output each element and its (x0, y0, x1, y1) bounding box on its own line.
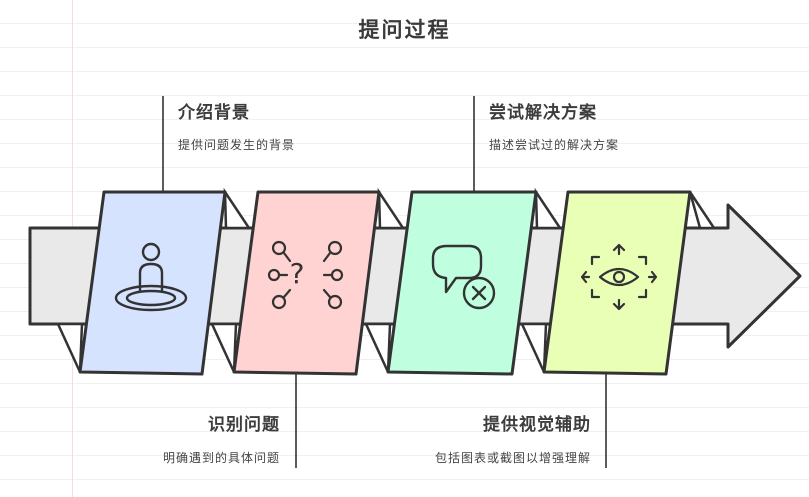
fold-0-bottom (56, 322, 84, 373)
fold-2-bottom (364, 322, 392, 373)
step-desc-1: 提供问题发生的背景 (178, 138, 296, 152)
step-desc-4: 包括图表或截图以增强理解 (434, 451, 591, 465)
person-in-hole-icon (114, 242, 188, 312)
step-title-1: 介绍背景 (178, 103, 250, 123)
step-desc-2: 明确遇到的具体问题 (162, 451, 280, 465)
svg-text:?: ? (290, 257, 305, 290)
fold-1-bottom (210, 322, 238, 373)
step-desc-3: 描述尝试过的解决方案 (489, 138, 620, 152)
step-panel-4 (542, 190, 692, 376)
diagram-title: 提问过程 (358, 18, 451, 42)
fold-3-bottom (520, 322, 548, 373)
step-title-4: 提供视觉辅助 (483, 415, 591, 435)
fold-4-top (688, 191, 717, 230)
step-title-2: 识别问题 (208, 415, 280, 435)
fold-1-top (223, 187, 252, 230)
step-panel-2 (232, 190, 381, 376)
fold-2-top (377, 187, 406, 230)
question-network-icon: ? (267, 240, 344, 310)
speech-bubble-x-icon (431, 244, 496, 310)
step-panel-3 (386, 190, 538, 376)
step-title-3: 尝试解决方案 (489, 103, 597, 123)
fold-3-top (534, 187, 563, 230)
step-panel-1 (78, 190, 227, 376)
eye-arrows-icon (580, 243, 658, 311)
